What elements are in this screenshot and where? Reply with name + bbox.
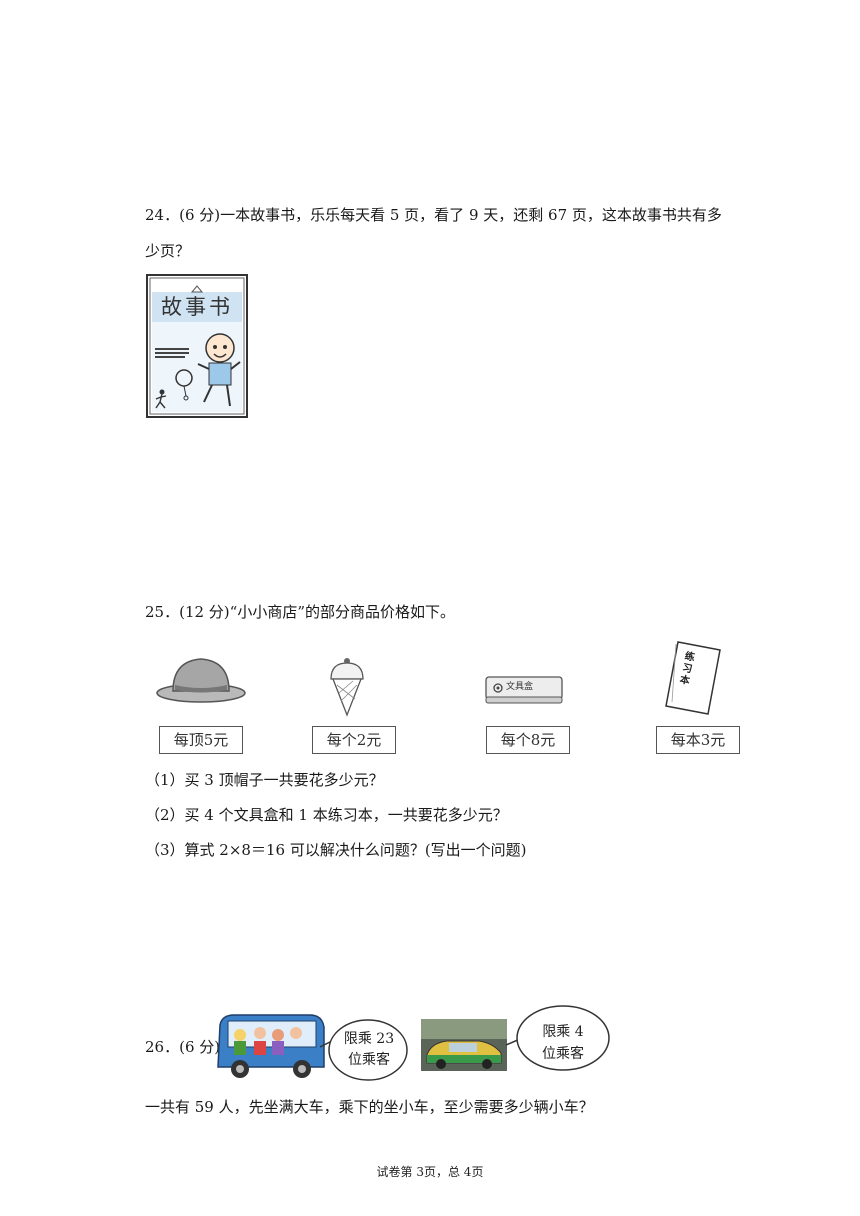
price-label-pencil-box: 每个8元 — [486, 726, 570, 754]
q25-sub2: （2）买 4 个文具盒和 1 本练习本，一共要花多少元？ — [145, 806, 508, 824]
q25-heading: 25．(12 分)“小小商店”的部分商品价格如下。 — [145, 603, 455, 621]
pencil-box-icon: 文具盒 — [484, 675, 564, 705]
q24-line1: 24．(6 分)一本故事书，乐乐每天看 5 页，看了 9 天，还剩 67 页，这… — [145, 206, 722, 224]
bus-bubble-line1: 限乘 23 — [343, 1031, 395, 1047]
bus-capacity-bubble — [318, 1017, 410, 1083]
bus-image — [214, 1013, 326, 1081]
q25-sub1: （1）买 3 顶帽子一共要花多少元？ — [145, 771, 384, 789]
page-footer: 试卷第 3页，总 4页 — [376, 1165, 484, 1179]
taxi-bubble-line2: 位乘客 — [542, 1046, 584, 1062]
exercise-book-icon: 练习本 — [664, 640, 724, 716]
q25-sub3: （3）算式 2×8＝16 可以解决什么问题？(写出一个问题) — [145, 841, 527, 859]
taxi-capacity-bubble — [502, 1003, 612, 1073]
q26-question: 一共有 59 人，先坐满大车，乘下的坐小车，至少需要多少辆小车？ — [145, 1098, 594, 1116]
price-label-exercise-book: 每本3元 — [656, 726, 740, 754]
ice-cream-icon — [325, 655, 369, 717]
pencil-box-label: 文具盒 — [506, 682, 534, 692]
bus-bubble-line2: 位乘客 — [348, 1052, 390, 1068]
storybook-title: 故事书 — [161, 295, 233, 319]
q26-label: 26．(6 分) — [145, 1038, 221, 1056]
storybook-image: 故事书 — [146, 274, 248, 418]
price-label-hat: 每顶5元 — [159, 726, 243, 754]
q24-line2: 少页？ — [145, 242, 191, 260]
hat-icon — [155, 655, 247, 705]
price-label-ice-cream: 每个2元 — [312, 726, 396, 754]
taxi-photo — [421, 1019, 507, 1071]
taxi-bubble-line1: 限乘 4 — [542, 1024, 584, 1040]
